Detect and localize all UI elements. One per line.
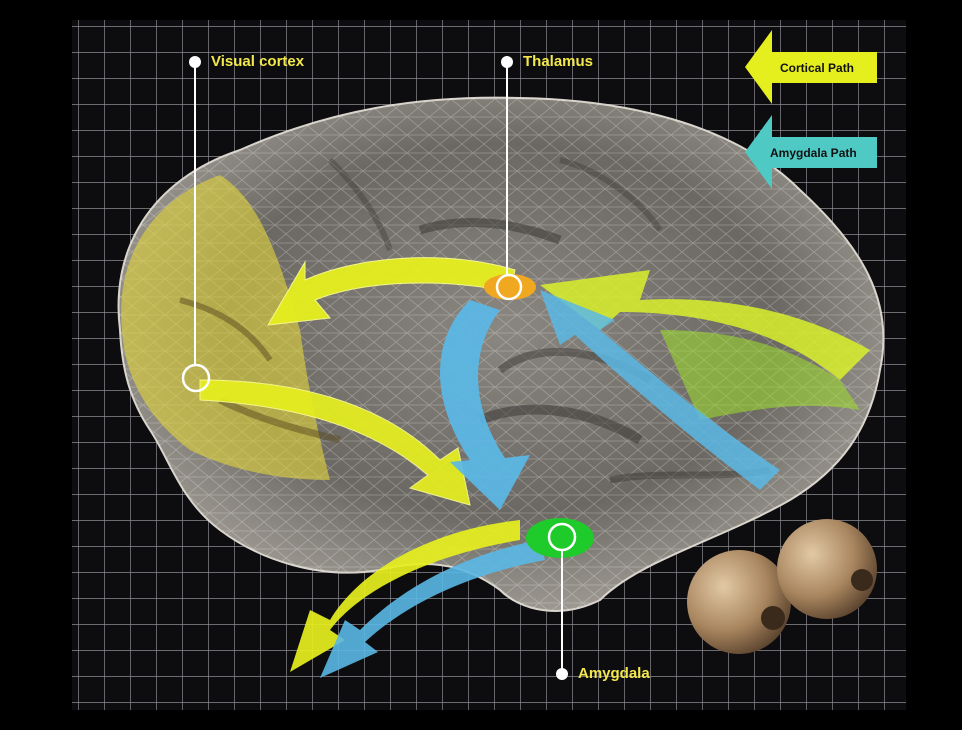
- visual-cortex-label: Visual cortex: [211, 53, 304, 70]
- left-eyeball: [687, 550, 791, 654]
- legend-cortical-path-label: Cortical Path: [780, 61, 854, 75]
- legend-amygdala-path-label: Amygdala Path: [770, 146, 857, 160]
- amygdala-label: Amygdala: [578, 665, 650, 682]
- thalamus-region: [484, 274, 536, 300]
- right-pupil: [851, 569, 873, 591]
- thalamus-label: Thalamus: [523, 53, 593, 70]
- left-pupil: [761, 606, 785, 630]
